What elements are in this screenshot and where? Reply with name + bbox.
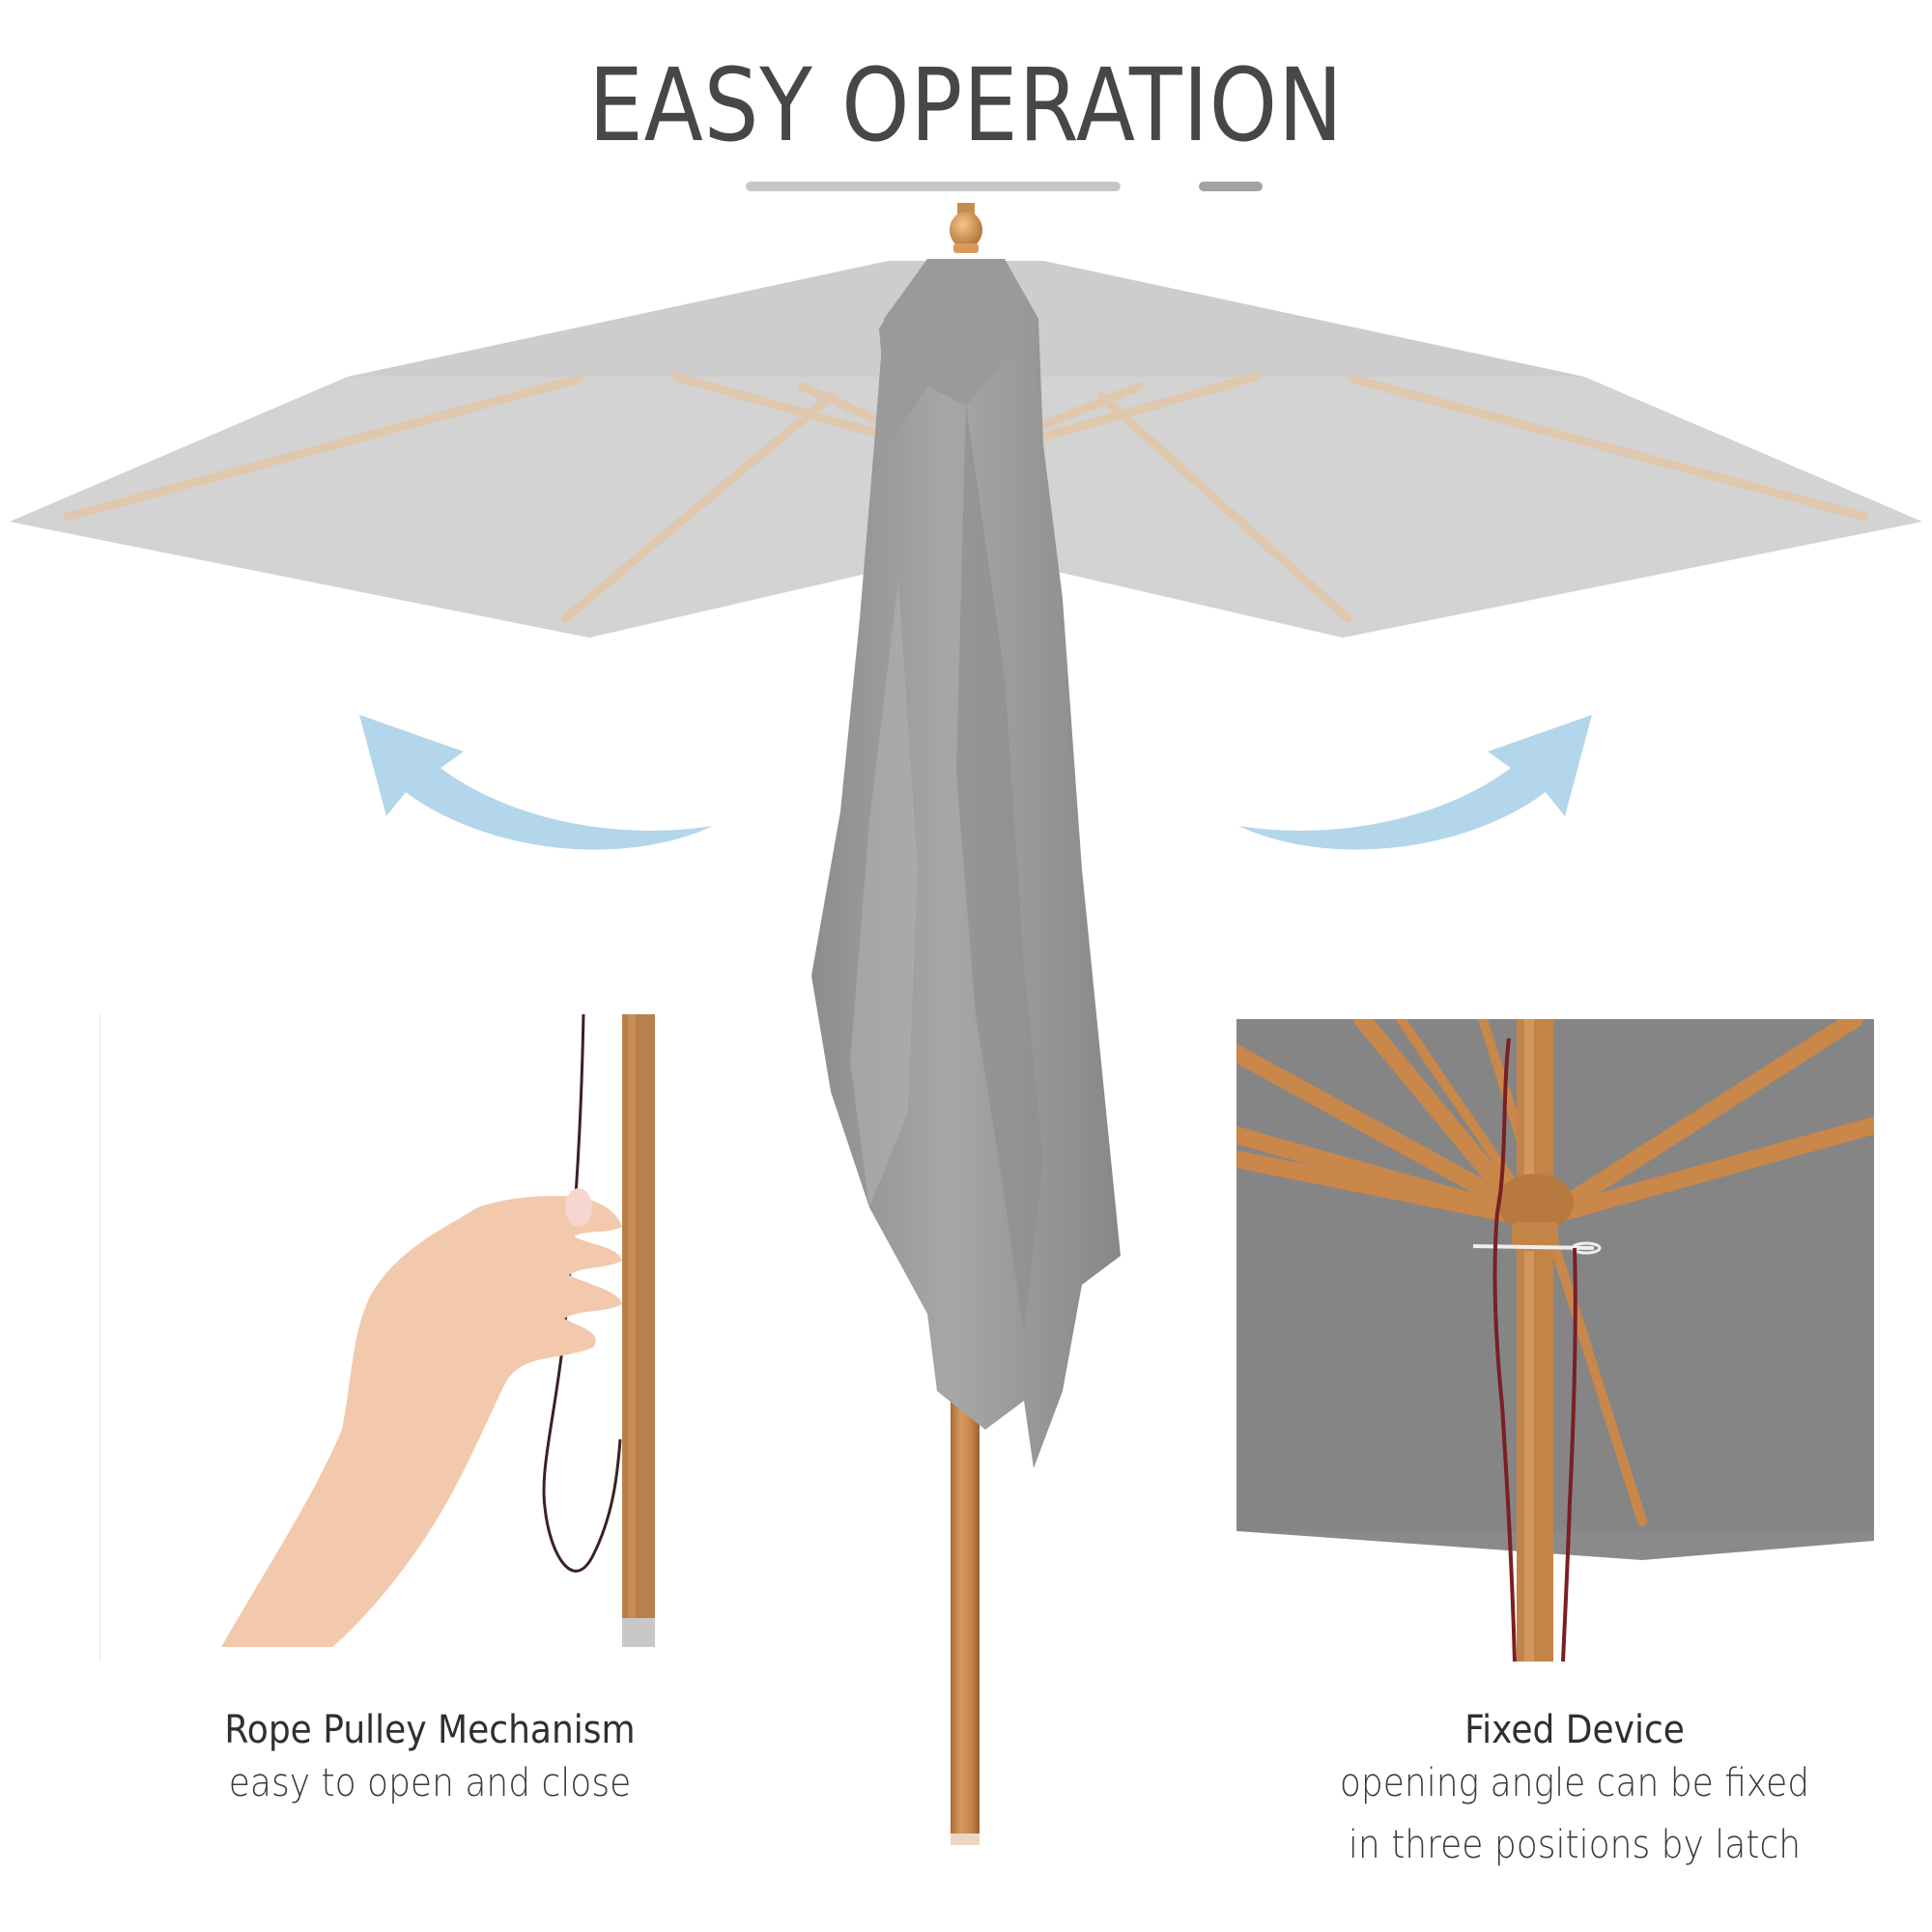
pole-end-cap xyxy=(951,1833,980,1845)
page-title: EASY OPERATION xyxy=(588,46,1344,164)
umbrella-pole xyxy=(951,1372,980,1845)
latch-ring xyxy=(1571,1241,1602,1255)
pulley-rope xyxy=(542,1014,622,1573)
pole-metal-joint xyxy=(622,1618,655,1647)
fixed-device-detail-image xyxy=(1236,1019,1874,1662)
central-pole xyxy=(1517,1019,1553,1662)
curved-arrow-left-icon xyxy=(359,715,713,850)
pulley-pole xyxy=(622,1014,655,1642)
feature-title: Rope Pulley Mechanism xyxy=(224,1708,636,1752)
canopy-ribs xyxy=(63,372,1869,623)
title-underline-primary xyxy=(746,182,1121,191)
finial xyxy=(950,203,982,253)
feature-description-line-1: opening angle can be fixed xyxy=(1339,1761,1810,1805)
rib-hub xyxy=(1496,1174,1574,1232)
hand xyxy=(221,1196,622,1647)
feature-rope-pulley: Rope Pulley Mechanism easy to open and c… xyxy=(140,1708,720,1814)
latch-rope xyxy=(1492,1037,1517,1662)
title-underline-secondary xyxy=(1199,182,1263,191)
feature-description-line-2: in three positions by latch xyxy=(1348,1823,1802,1867)
support-ribs xyxy=(1236,1019,1874,1526)
closed-canopy-drape xyxy=(811,259,1121,1468)
feature-fixed-device: Fixed Device opening angle can be fixed … xyxy=(1246,1708,1903,1876)
thumbnail xyxy=(565,1188,592,1227)
curved-arrow-right-icon xyxy=(1238,715,1592,850)
canopy-underside xyxy=(1236,1019,1874,1531)
rope-pulley-detail-image xyxy=(99,1014,746,1662)
feature-description: easy to open and close xyxy=(228,1761,632,1805)
feature-title: Fixed Device xyxy=(1464,1708,1685,1752)
